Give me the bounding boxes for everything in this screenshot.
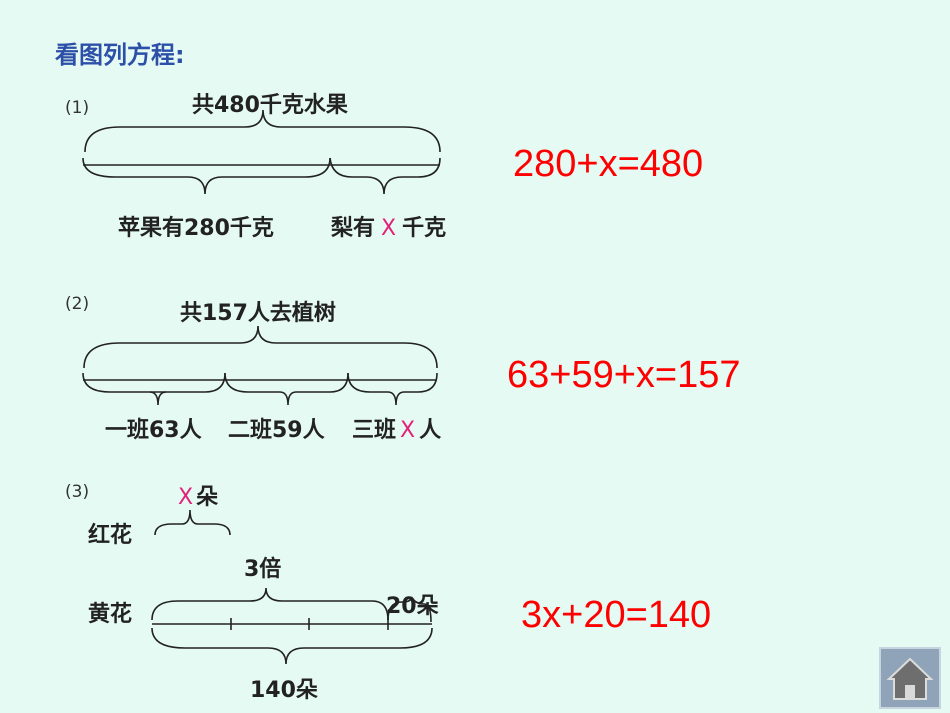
p3-red-brace <box>154 509 231 536</box>
home-icon <box>886 657 934 700</box>
p2-top-brace <box>83 325 438 369</box>
p3-equation: 3x+20=140 <box>521 594 712 636</box>
p3-yellow-label: 黄花 <box>88 602 133 627</box>
p3-top-brace <box>151 587 389 621</box>
p2-variable-x: X <box>400 418 416 443</box>
p3-total-label: 140朵 <box>250 678 318 703</box>
p1-right-prefix: 梨有 <box>331 216 376 241</box>
p2-equation: 63+59+x=157 <box>507 354 741 396</box>
p2-brace-seg1-tip <box>149 391 167 406</box>
p1-left-label: 苹果有280千克 <box>118 216 274 241</box>
p3-extra-brace <box>387 596 432 623</box>
p1-variable-x: X <box>381 216 397 241</box>
p1-right-suffix: 千克 <box>402 216 447 241</box>
home-button[interactable] <box>879 647 941 709</box>
p2-number: (2) <box>65 294 90 314</box>
p3-red-suffix: 朵 <box>196 485 219 510</box>
p1-number: (1) <box>65 98 90 118</box>
p1-top-brace <box>84 109 441 153</box>
p1-bottom-brace-right <box>329 157 441 195</box>
p3-extra-label: 20朵 <box>386 594 439 619</box>
p2-seg2-label: 二班59人 <box>228 418 325 443</box>
p2-brace-seg1 <box>82 372 226 393</box>
p2-seg1-label: 一班63人 <box>105 418 202 443</box>
p1-bottom-brace-left <box>82 157 331 195</box>
p3-multiplier: 3倍 <box>244 557 282 582</box>
p1-top-label: 共480千克水果 <box>192 93 348 118</box>
p1-equation: 280+x=480 <box>513 143 704 185</box>
page-title: 看图列方程: <box>55 41 185 69</box>
p2-brace-seg2 <box>224 372 349 406</box>
p3-variable-x: X <box>178 485 194 510</box>
p3-bottom-brace <box>151 627 433 665</box>
p2-seg3-prefix: 三班 <box>352 418 397 443</box>
p2-top-label: 共157人去植树 <box>180 301 336 326</box>
p2-brace-seg3 <box>347 372 438 406</box>
p3-number: (3) <box>65 482 90 502</box>
p3-red-label: 红花 <box>88 523 133 548</box>
p2-seg3-suffix: 人 <box>419 418 442 443</box>
